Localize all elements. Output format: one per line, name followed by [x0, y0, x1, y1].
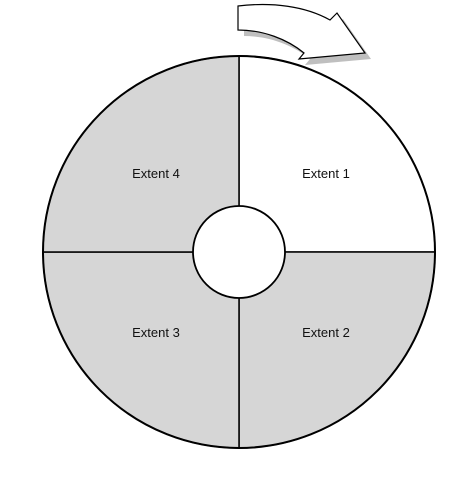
extent-2-label: Extent 2 [302, 325, 350, 340]
extent-labels: Extent 1 Extent 2 Extent 3 Extent 4 [132, 166, 350, 340]
extent-3-label: Extent 3 [132, 325, 180, 340]
curved-arrow-shape [237, 3, 367, 60]
center-hole [192, 205, 286, 299]
curved-arrow-icon [237, 3, 371, 66]
extent-ring [42, 55, 436, 449]
extent-1-label: Extent 1 [302, 166, 350, 181]
disk-outline [42, 55, 436, 449]
extent-4-label: Extent 4 [132, 166, 180, 181]
